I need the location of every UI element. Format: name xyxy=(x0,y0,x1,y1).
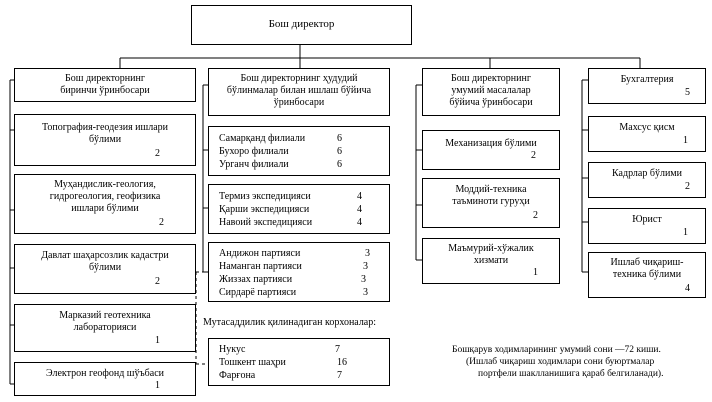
director-label: Бош директор xyxy=(268,18,335,30)
footnote-line: Бошқарув ходимларининг умумий сони —72 к… xyxy=(452,345,661,355)
regional-deputy-line: бўлинмалар билан ишлаш бўйича xyxy=(226,85,372,96)
unit-line: Маъмурий-хўжалик xyxy=(448,243,534,254)
party-count: 3 xyxy=(365,248,370,259)
unit-count: 1 xyxy=(683,227,688,238)
expedition-count: 4 xyxy=(357,204,362,215)
unit-line: бўлими xyxy=(88,262,122,273)
branch-name: Самарқанд филиали xyxy=(219,133,306,144)
unit-count: 1 xyxy=(683,135,688,146)
party-count: 3 xyxy=(363,261,368,272)
unit-box: Моддий-техника таъминоти гуруҳи 2 xyxy=(422,178,560,228)
unit-line: гидрогеология, геофизика xyxy=(49,191,161,202)
expedition-group-box: Термиз экспедицияси 4 Қарши экспедицияси… xyxy=(208,184,390,234)
unit-line: Юрист xyxy=(632,214,662,225)
party-name: Андижон партияси xyxy=(219,248,301,259)
first-deputy-line: биринчи ўринбосари xyxy=(60,85,150,96)
unit-count: 2 xyxy=(531,150,536,161)
subsidized-name: Фарғона xyxy=(219,370,256,381)
unit-line: Марказий геотехника xyxy=(59,310,151,321)
regional-deputy-line: Бош директорнинг ҳудудий xyxy=(240,73,358,84)
subsidized-box: Нукус 7 Тошкент шаҳри 16 Фарғона 7 xyxy=(208,338,390,386)
unit-line: Муҳандислик-геология, xyxy=(54,179,156,190)
unit-line: Давлат шаҳарсозлик кадастри xyxy=(41,250,169,261)
unit-line: ишлари бўлими xyxy=(71,203,139,214)
branch-group-box: Самарқанд филиали 6 Бухоро филиали 6 Ург… xyxy=(208,126,390,176)
general-deputy-line: Бош директорнинг xyxy=(451,73,531,84)
unit-count: 1 xyxy=(533,267,538,278)
unit-line: Топография-геодезия ишлари xyxy=(41,122,168,133)
director-box: Бош директор xyxy=(191,5,412,45)
footnote-line: (Ишлаб чиқариш ходимлари сони буюртмалар xyxy=(466,357,655,367)
unit-box: Муҳандислик-геология, гидрогеология, гео… xyxy=(14,174,196,234)
unit-line: Моддий-техника xyxy=(455,184,527,195)
party-group-box: Андижон партияси 3 Наманган партияси 3 Ж… xyxy=(208,242,390,302)
unit-box: Ишлаб чиқариш- техника бўлими 4 xyxy=(588,252,706,298)
unit-count: 4 xyxy=(685,283,690,294)
unit-box: Юрист 1 xyxy=(588,208,706,244)
unit-line: Ишлаб чиқариш- xyxy=(610,257,684,268)
general-deputy-line: бўйича ўринбосари xyxy=(449,97,533,108)
unit-line: Бухгалтерия xyxy=(620,74,674,85)
party-count: 3 xyxy=(363,287,368,298)
unit-box: Кадрлар бўлими 2 xyxy=(588,162,706,198)
unit-line: Механизация бўлими xyxy=(445,138,537,149)
unit-box: Марказий геотехника лабораторияси 1 xyxy=(14,304,196,352)
regional-deputy-box: Бош директорнинг ҳудудий бўлинмалар била… xyxy=(208,68,390,116)
party-name: Жиззах партияси xyxy=(219,274,293,285)
unit-count: 5 xyxy=(685,87,690,98)
expedition-name: Қарши экспедицияси xyxy=(219,204,310,215)
subsidized-count: 7 xyxy=(335,344,340,355)
general-deputy-line: умумий масалалар xyxy=(451,85,531,96)
subsidized-count: 7 xyxy=(337,370,342,381)
unit-line: лабораторияси xyxy=(73,322,137,333)
unit-count: 2 xyxy=(533,210,538,221)
unit-line: таъминоти гуруҳи xyxy=(452,196,530,207)
expedition-name: Навоий экспедицияси xyxy=(219,217,313,228)
unit-box: Махсус қисм 1 xyxy=(588,116,706,152)
footnote-line: портфели шаклланишига қараб белгиланади)… xyxy=(478,369,664,379)
expedition-name: Термиз экспедицияси xyxy=(219,191,311,202)
unit-box: Электрон геофонд шўъбаси 1 xyxy=(14,362,196,396)
unit-line: Махсус қисм xyxy=(619,122,675,133)
subsidized-name: Тошкент шаҳри xyxy=(219,357,286,368)
first-deputy-box: Бош директорнинг биринчи ўринбосари xyxy=(14,68,196,102)
branch-count: 6 xyxy=(337,146,342,157)
expedition-count: 4 xyxy=(357,217,362,228)
unit-count: 1 xyxy=(155,335,160,346)
unit-box: Давлат шаҳарсозлик кадастри бўлими 2 xyxy=(14,244,196,294)
unit-count: 1 xyxy=(155,380,160,391)
subsidized-label: Мутасаддилик қилинадиган корхоналар: xyxy=(203,317,377,328)
branch-count: 6 xyxy=(337,159,342,170)
unit-line: Кадрлар бўлими xyxy=(612,168,682,179)
unit-count: 2 xyxy=(155,276,160,287)
unit-count: 2 xyxy=(685,181,690,192)
unit-line: Электрон геофонд шўъбаси xyxy=(46,368,164,379)
first-deputy-line: Бош директорнинг xyxy=(65,73,145,84)
unit-box: Маъмурий-хўжалик хизмати 1 xyxy=(422,238,560,284)
branch-count: 6 xyxy=(337,133,342,144)
party-count: 3 xyxy=(361,274,366,285)
general-deputy-box: Бош директорнинг умумий масалалар бўйича… xyxy=(422,68,560,116)
unit-count: 2 xyxy=(155,148,160,159)
unit-line: бўлими xyxy=(88,134,122,145)
subsidized-name: Нукус xyxy=(219,344,246,355)
unit-box: Бухгалтерия 5 xyxy=(588,68,706,104)
unit-line: техника бўлими xyxy=(612,269,682,280)
unit-line: хизмати xyxy=(473,255,509,266)
party-name: Сирдарё партияси xyxy=(219,287,297,298)
branch-name: Бухоро филиали xyxy=(219,146,289,157)
branch-name: Урганч филиали xyxy=(219,159,289,170)
expedition-count: 4 xyxy=(357,191,362,202)
unit-box: Механизация бўлими 2 xyxy=(422,130,560,170)
unit-box: Топография-геодезия ишлари бўлими 2 xyxy=(14,114,196,166)
party-name: Наманган партияси xyxy=(219,261,302,272)
regional-deputy-line: ўринбосари xyxy=(273,97,325,108)
unit-count: 2 xyxy=(159,217,164,228)
subsidized-count: 16 xyxy=(337,357,347,368)
